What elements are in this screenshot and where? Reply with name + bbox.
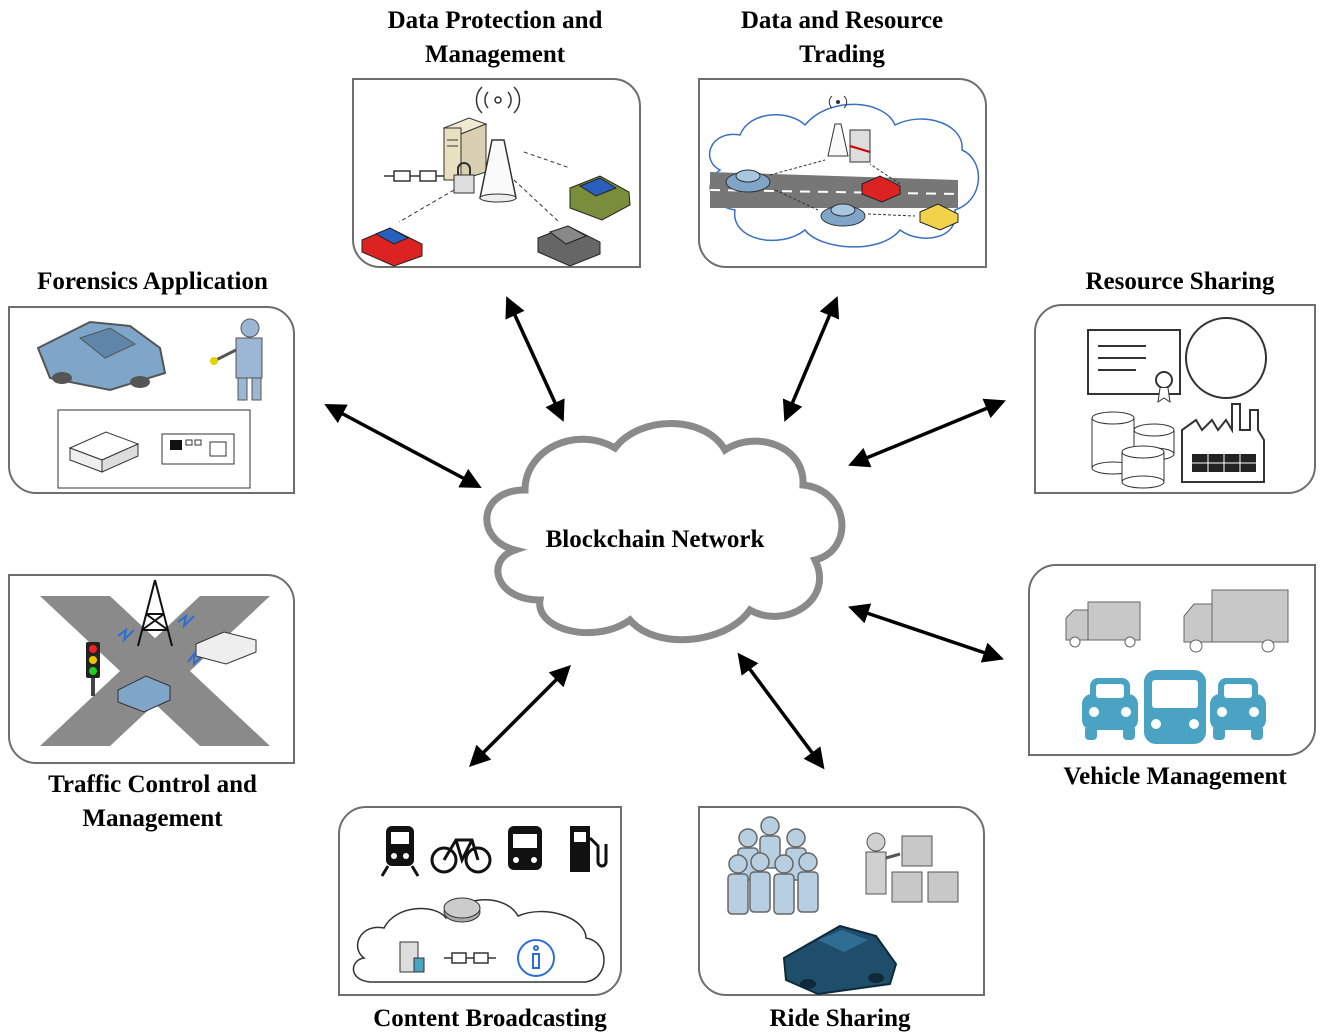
large-truck-icon [1183,589,1289,653]
panel-traffic-control [8,574,295,764]
label-content-broadcasting: Content Broadcasting [373,1005,607,1032]
yellow-car-icon [919,203,959,231]
panel-ride-sharing [698,806,985,996]
arrow-vehicle-management [848,603,1004,663]
gray-car-icon [537,225,601,267]
red-car-icon [361,227,423,267]
link-lines [398,151,571,223]
arrow-data-protection [505,296,565,422]
server-disk-icon [443,897,481,923]
green-car-icon [569,175,631,221]
content-broadcasting-illustration [352,826,608,983]
panel-data-protection [352,78,641,268]
road-ew [40,596,270,746]
arrow-ride-sharing [737,652,825,770]
blockchain-cloud [483,420,846,644]
data-protection-illustration [361,86,631,267]
tower-icon [827,95,849,157]
server-icon [399,941,425,973]
car-front-icon [1082,678,1138,740]
traffic-light-icon [86,642,100,696]
car-icon [782,924,898,996]
resource-sharing-illustration [1087,317,1267,489]
arrow-data-trading [782,296,840,422]
lock-icon [453,162,475,194]
certificate-icon [1087,329,1181,404]
arrow-forensics [324,404,482,488]
signal-icon [475,86,521,114]
panel-forensics [8,306,295,494]
blue-car-icon [725,169,866,227]
panel-data-trading [698,78,987,268]
bus-front-icon [1144,670,1206,744]
bus-icon [508,826,542,870]
panel-vehicle-management [1028,564,1316,756]
label-resource-sharing: Resource Sharing [1085,268,1275,295]
group-of-people-icon [727,816,819,915]
server-icon [442,117,488,181]
ride-sharing-illustration [727,816,959,996]
recorder-icon [161,433,235,465]
small-truck-icon [1065,601,1141,648]
chain-icon [444,952,496,964]
presenter-icon [865,832,959,903]
cloud-outline [709,103,980,248]
red-car-icon [861,175,901,203]
fuel-pump-icon [570,826,608,872]
train-icon [380,826,420,877]
arrow-content-broadcasting [469,665,571,767]
chain-icon [384,170,444,182]
label-ride-sharing: Ride Sharing [769,1005,911,1032]
info-icon [517,939,555,977]
data-trading-illustration [709,95,980,248]
white-car-icon [195,631,257,665]
link-lines [769,159,916,217]
traffic-control-illustration [40,579,270,746]
police-officer-icon [210,318,263,401]
panel-resource-sharing [1034,304,1316,494]
cell-tower-icon [137,579,173,647]
arrow-resource-sharing [848,398,1006,468]
car-front-icon [1210,678,1266,740]
label-vehicle-management: Vehicle Management [1063,763,1287,790]
crashed-car-icon [36,320,167,392]
road [710,172,958,208]
blue-car-icon [117,675,171,713]
label-forensics: Forensics Application [37,268,268,295]
factory-icon [1181,403,1265,483]
tower-icon [479,139,517,203]
forensics-illustration [36,318,263,489]
circle-icon [1185,317,1267,399]
center-label: Blockchain Network [545,526,765,553]
panel-content-broadcasting [338,806,622,996]
bicycle-icon [430,838,492,874]
router-icon [68,431,140,473]
server-icon [849,129,871,163]
coins-icon [1091,411,1175,489]
vehicle-management-illustration [1065,589,1289,744]
